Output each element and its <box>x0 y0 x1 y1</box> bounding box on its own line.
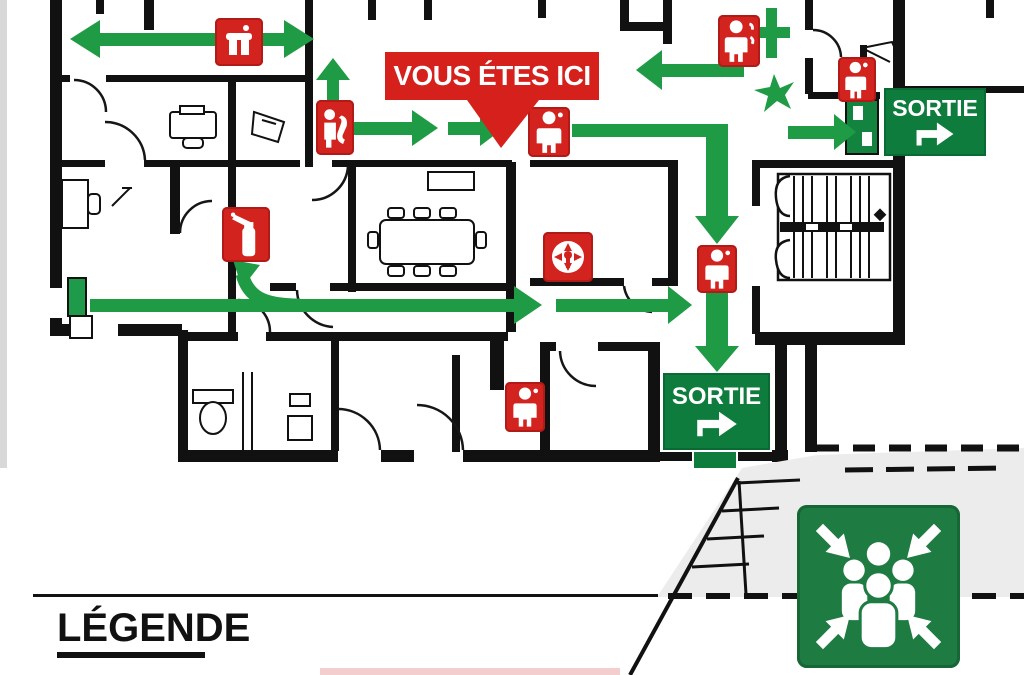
you-are-here-banner: VOUS ÉTES ICI <box>385 52 599 148</box>
fire-extinguisher-icon <box>230 211 256 256</box>
exit-doors <box>67 99 879 339</box>
evacuation-route-arrows <box>70 8 856 372</box>
route-arrow-corner-down <box>572 124 739 244</box>
route-junction-mark <box>748 8 794 112</box>
assembly-point-icon <box>815 523 942 651</box>
assembly-point-sign <box>797 505 960 668</box>
people-group <box>841 542 916 651</box>
emergency-exit-sign <box>505 382 545 432</box>
exit-sign-top: SORTIE <box>884 88 986 156</box>
legend-title-underline <box>57 652 205 658</box>
exit-person-icon <box>705 249 731 289</box>
exit-label: SORTIE <box>671 382 762 410</box>
route-arrow-long-right <box>90 260 542 324</box>
emergency-exit-sign <box>838 57 876 102</box>
furniture <box>61 40 901 450</box>
route-arrow-double <box>70 20 314 58</box>
exit-arrow-icon <box>696 411 737 436</box>
exit-person-icon <box>845 61 868 98</box>
route-arrow-right <box>556 286 692 324</box>
alarm-call-point-icon <box>324 108 347 148</box>
fire-extinguisher-sign <box>222 207 270 262</box>
exit-sign-bottom: SORTIE <box>663 373 770 450</box>
fire-hose-reel-icon <box>226 25 252 55</box>
fire-hose-reel-sign <box>215 18 263 66</box>
legend-item-partial <box>320 668 620 675</box>
exit-person-icon <box>724 20 755 62</box>
fire-alarm-icon <box>552 241 584 273</box>
emergency-exit-sign <box>718 15 760 67</box>
door-swing-arcs <box>73 28 843 451</box>
alarm-call-point-sign <box>316 100 354 155</box>
desk-chair <box>179 105 205 115</box>
fire-alarm-sign <box>543 232 593 282</box>
route-arrow-up <box>316 58 350 102</box>
exit-door-icon <box>67 277 87 317</box>
route-arrow-left <box>636 50 744 90</box>
exit-person-icon <box>536 111 563 153</box>
staircase <box>774 172 892 282</box>
route-arrow-right <box>354 110 438 146</box>
meeting-table <box>379 219 475 265</box>
road-dashed-line <box>844 465 1006 473</box>
parking-stall-lines <box>628 477 801 675</box>
emergency-exit-sign <box>697 245 737 293</box>
chair <box>250 110 286 144</box>
route-arrow-down <box>695 292 739 372</box>
left-edge-strip <box>0 0 7 468</box>
exit-doorway-marker <box>694 452 736 468</box>
toilet-bowl <box>199 401 227 435</box>
legend-title: LÉGENDE <box>57 606 251 650</box>
side-desk <box>427 171 475 191</box>
desk <box>169 111 217 139</box>
desk <box>61 179 89 229</box>
legend-divider <box>33 594 658 597</box>
you-are-here-label: VOUS ÉTES ICI <box>393 60 591 91</box>
exit-person-icon <box>513 387 539 427</box>
exit-label: SORTIE <box>892 94 978 121</box>
route-arrow-to-exit <box>788 114 856 150</box>
sink <box>289 393 311 407</box>
inward-arrows <box>815 523 942 650</box>
walls <box>50 0 1024 462</box>
exit-arrow-icon <box>916 122 954 145</box>
